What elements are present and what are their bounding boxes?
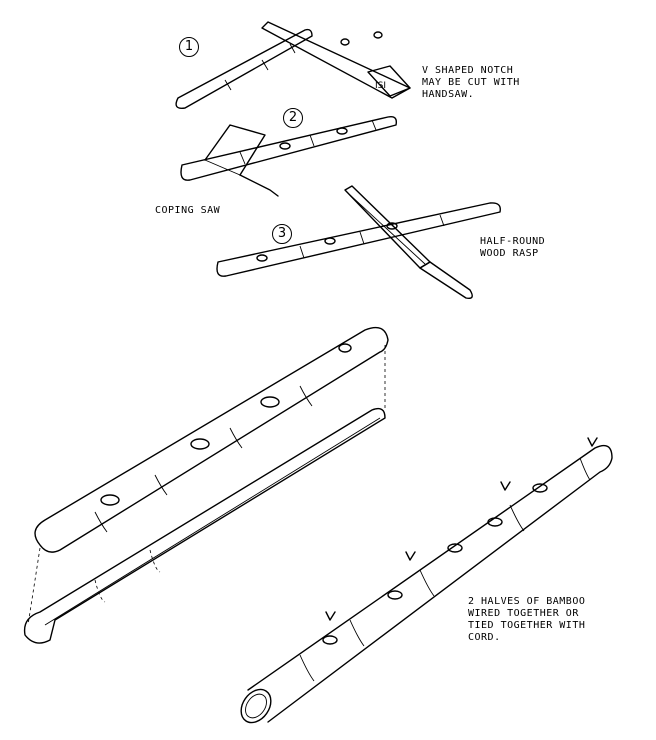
handsaw: ISI xyxy=(261,21,411,99)
label-line: HANDSAW. xyxy=(422,89,475,100)
assembled-bamboo-tube xyxy=(240,437,613,724)
assembly-note: 2 HALVES OF BAMBOO WIRED TOGETHER OR TIE… xyxy=(468,596,585,644)
label-line: 2 HALVES OF BAMBOO xyxy=(468,596,586,607)
handsaw-label: V SHAPED NOTCH MAY BE CUT WITH HANDSAW. xyxy=(422,65,520,101)
svg-text:ISI: ISI xyxy=(375,81,386,91)
label-line: CORD. xyxy=(468,632,501,643)
bamboo-split-halves xyxy=(23,326,389,644)
step3-bamboo-half xyxy=(216,202,501,277)
label-line: HALF-ROUND xyxy=(480,236,546,247)
label-line: V SHAPED NOTCH xyxy=(422,65,514,76)
label-line: WIRED TOGETHER OR xyxy=(468,608,579,619)
rasp-label: HALF-ROUND WOOD RASP xyxy=(480,236,545,260)
coping-saw-label: COPING SAW xyxy=(155,205,221,216)
step1-bamboo-half xyxy=(175,28,383,109)
label-line: MAY BE CUT WITH xyxy=(422,77,520,88)
label-line: WOOD RASP xyxy=(480,248,539,259)
label-line: TIED TOGETHER WITH xyxy=(468,620,586,631)
coping-saw xyxy=(204,124,279,197)
half-round-wood-rasp xyxy=(344,185,473,300)
step-number-2: 2 xyxy=(283,108,303,128)
step2-bamboo-half xyxy=(180,115,398,181)
step-number-1: 1 xyxy=(179,37,199,57)
step-number-3: 3 xyxy=(272,224,292,244)
